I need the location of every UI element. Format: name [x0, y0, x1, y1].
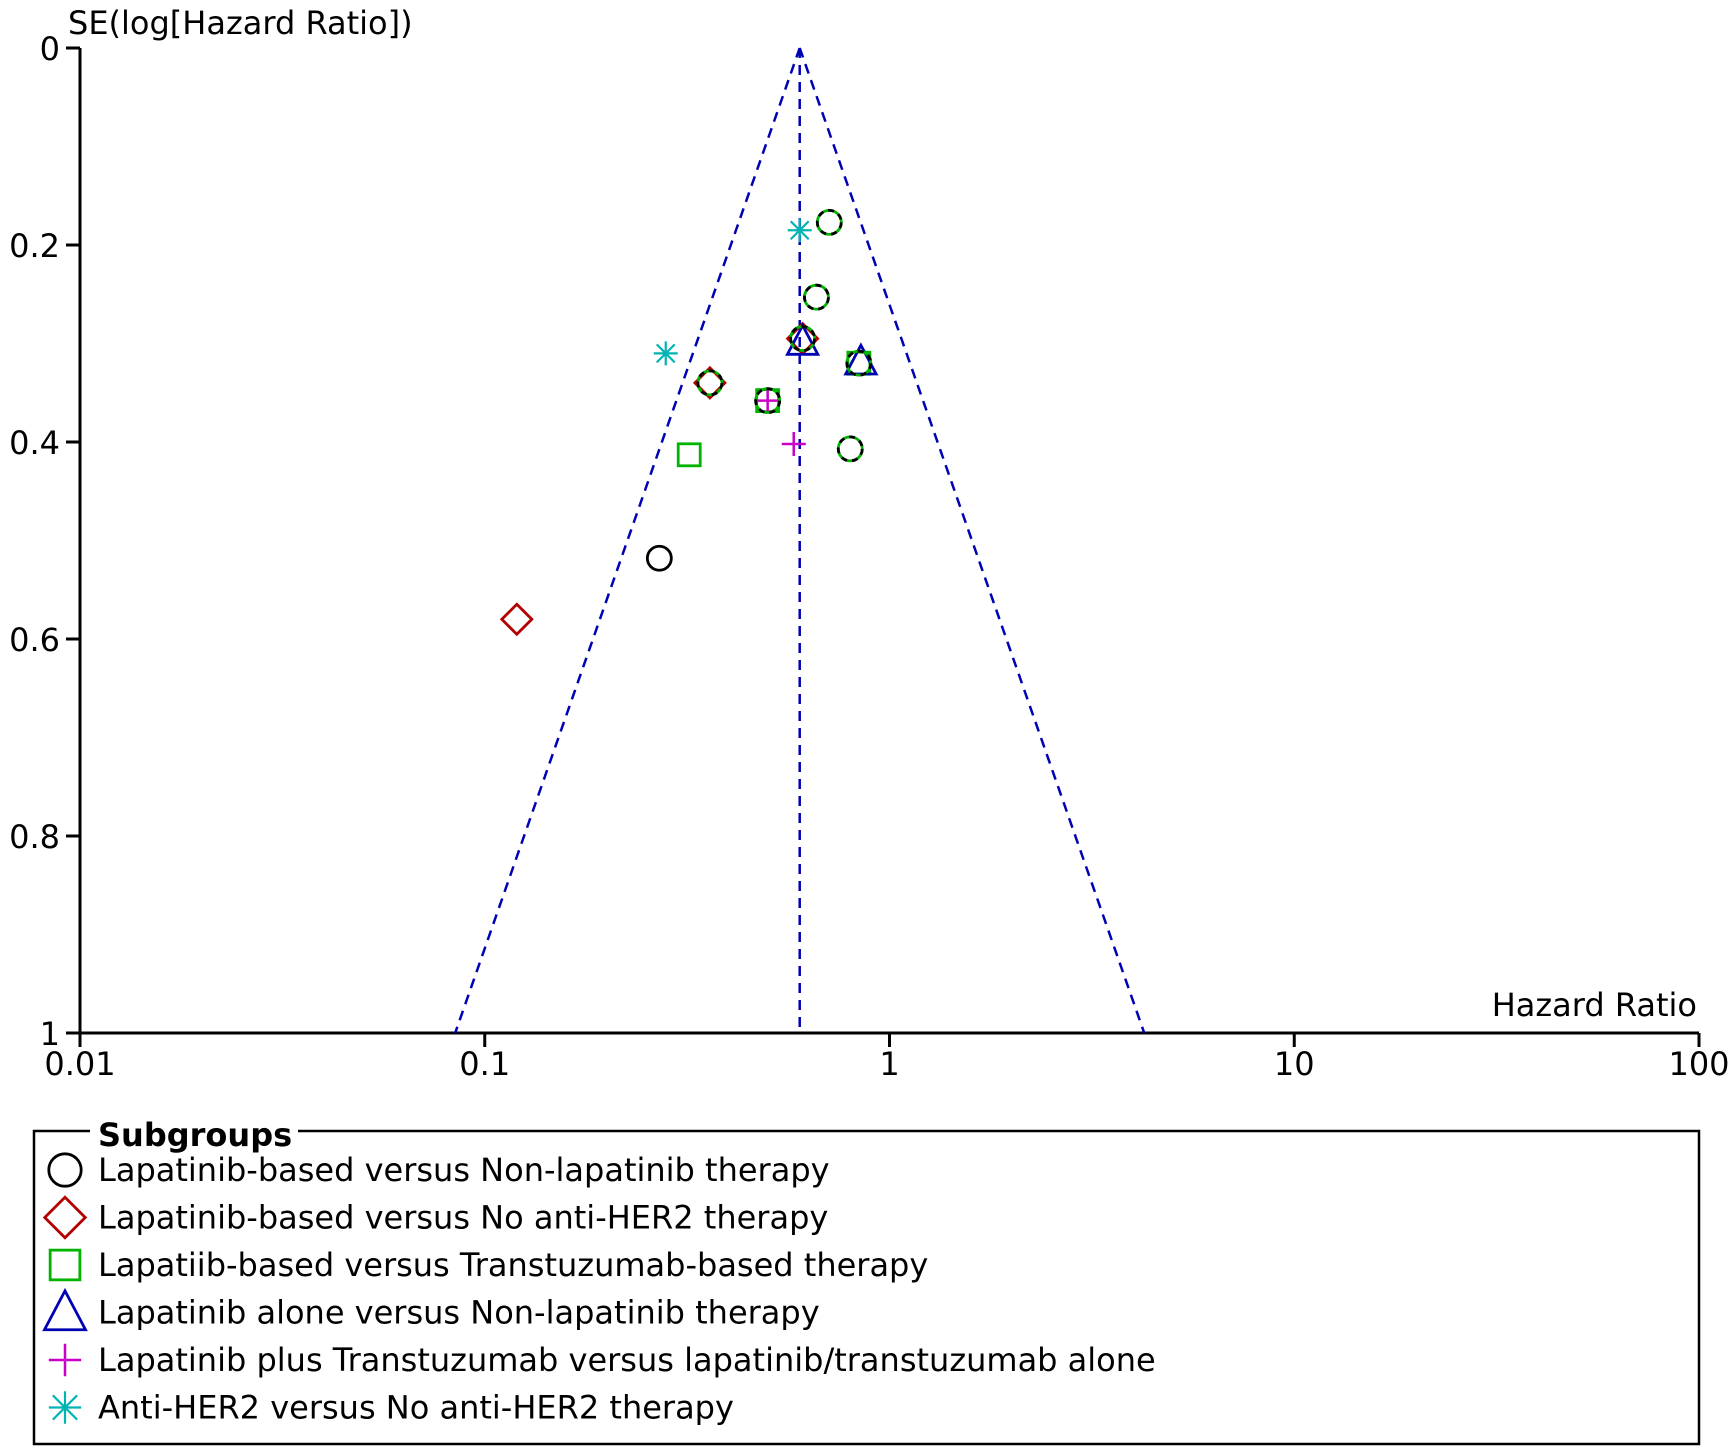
- legend-marker-diamond: [42, 1195, 88, 1240]
- legend-marker-triangle: [42, 1287, 88, 1332]
- legend-item-label: Lapatiib-based versus Transtuzumab-based…: [98, 1246, 928, 1284]
- funnel-lines: [453, 47, 1146, 1034]
- data-point-overlay-circle: [803, 283, 830, 311]
- point-circle-black: [789, 325, 817, 352]
- data-point-diamond: [499, 602, 534, 637]
- funnel-right-limit: [798, 47, 1146, 1034]
- x-axis-label: Hazard Ratio: [1492, 986, 1697, 1024]
- data-point-diamond: [692, 365, 727, 400]
- legend-marker-asterisk: [48, 1391, 82, 1424]
- y-tick-label: 0: [40, 30, 60, 68]
- legend-marker-plus: [48, 1343, 82, 1377]
- data-point-asterisk: [787, 218, 812, 243]
- x-tick-label: 10: [1274, 1045, 1315, 1083]
- y-tick-label: 0.6: [9, 621, 60, 659]
- data-points: [499, 208, 879, 637]
- legend-item-label: Lapatinib plus Transtuzumab versus lapat…: [98, 1341, 1156, 1379]
- data-point-plus: [781, 431, 806, 456]
- x-tick-label: 1: [879, 1045, 899, 1083]
- data-point-overlay-circle: [789, 325, 817, 352]
- data-point-overlay-circle: [836, 435, 864, 463]
- legend-item-label: Lapatinib-based versus Non-lapatinib the…: [98, 1151, 830, 1189]
- x-tick-label: 0.01: [44, 1045, 115, 1083]
- legend-item-label: Anti-HER2 versus No anti-HER2 therapy: [98, 1389, 734, 1427]
- legend-item-label: Lapatinib-based versus No anti-HER2 ther…: [98, 1199, 828, 1237]
- point-circle-black: [803, 283, 830, 311]
- y-axis-label: SE(log[Hazard Ratio]): [68, 4, 413, 42]
- legend-box: [32, 1129, 1701, 1446]
- y-tick-label: 0.2: [9, 227, 60, 265]
- x-tick-label: 0.1: [459, 1045, 510, 1083]
- y-tick-label: 0.4: [9, 424, 60, 462]
- x-ticks: 0.01 0.1 1 10 100: [44, 1033, 1730, 1083]
- y-tick-label: 0.8: [9, 818, 60, 856]
- y-ticks: 0 0.2 0.4 0.6 0.8 1: [9, 30, 80, 1053]
- legend-marker-square: [48, 1248, 82, 1282]
- data-point-overlay-circle: [815, 208, 843, 236]
- data-point-asterisk: [653, 341, 678, 366]
- point-circle-black: [754, 387, 782, 415]
- data-point-triangle: [785, 322, 821, 356]
- legend-item-label: Lapatinib alone versus Non-lapatinib the…: [98, 1294, 820, 1332]
- data-point-plus: [755, 388, 780, 413]
- legend-marker-circle: [47, 1152, 83, 1188]
- data-point-overlay-circle: [845, 349, 873, 377]
- funnel-left-limit: [453, 47, 801, 1034]
- point-circle-black: [836, 435, 864, 463]
- data-point-overlay-circle: [754, 387, 782, 415]
- point-circle-black: [845, 349, 873, 377]
- data-point-square: [676, 442, 702, 468]
- point-circle-black: [815, 208, 843, 236]
- x-tick-label: 100: [1668, 1045, 1729, 1083]
- point-circle-black: [696, 369, 724, 397]
- data-point-overlay-circle: [696, 369, 724, 397]
- legend-title: Subgroups: [98, 1116, 292, 1154]
- data-point-circle: [645, 544, 673, 572]
- y-tick-label: 1: [40, 1015, 60, 1053]
- legend: Subgroups Lapatinib-based versus Non-lap…: [32, 1116, 1701, 1446]
